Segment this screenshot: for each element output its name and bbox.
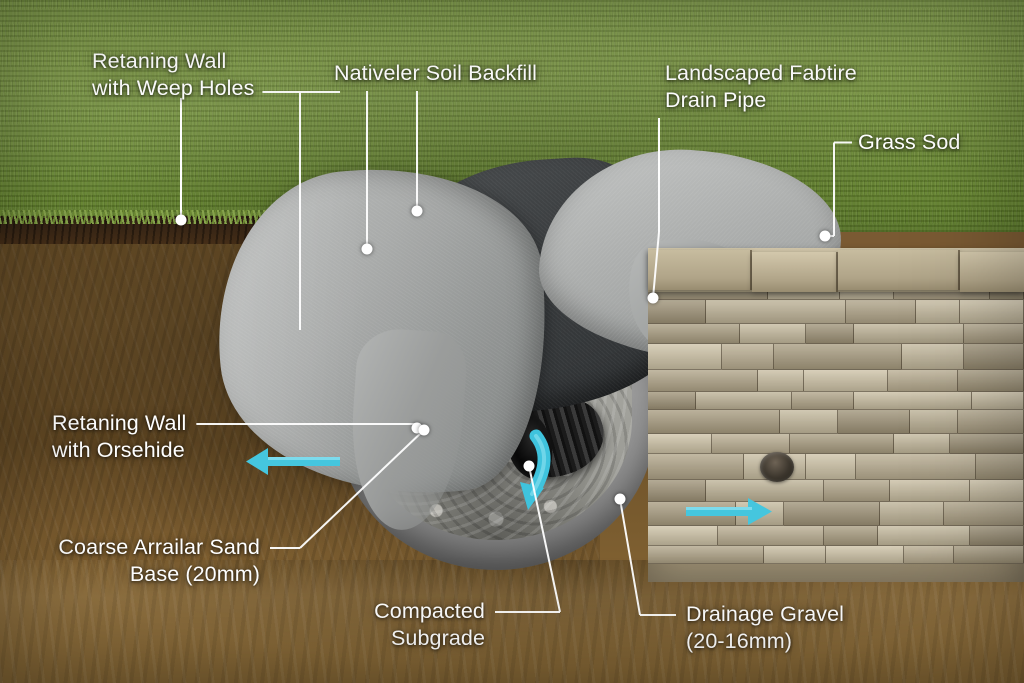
wall-stone <box>740 324 806 344</box>
wall-stone <box>648 526 718 546</box>
label-compacted-subgrade: Compacted Subgrade <box>374 599 485 650</box>
water-flow-weep-arrow <box>686 498 772 525</box>
leader-dot-drainage-gravel <box>614 493 626 505</box>
wall-stone-course <box>648 410 1024 434</box>
label-retaining-wall-orsehide: Retaning Wall with Orsehide <box>52 411 187 462</box>
wall-stone <box>648 344 722 370</box>
weep-hole <box>760 452 794 482</box>
wall-stone <box>894 434 950 454</box>
wall-stone <box>890 480 970 502</box>
wall-stone <box>784 502 880 526</box>
wall-stone <box>878 526 970 546</box>
wall-stone <box>838 410 910 434</box>
grass-sod-layer <box>0 0 1024 232</box>
wall-stone-course <box>648 454 1024 480</box>
wall-stone <box>944 502 1024 526</box>
label-native-soil-backfill: Nativeler Soil Backfill <box>334 61 538 85</box>
leader-dot-native-soil-backfill <box>361 243 373 255</box>
wall-stone <box>826 546 904 564</box>
wall-stone <box>804 370 888 392</box>
wall-stone <box>648 392 696 410</box>
wall-stone-course <box>648 480 1024 502</box>
wall-stone <box>758 370 804 392</box>
wall-stone <box>648 324 740 344</box>
wall-stone <box>648 434 712 454</box>
wall-stone <box>824 480 890 502</box>
wall-cap-stone <box>960 252 1024 292</box>
leader-dot-coarse-aggregate-sand-base <box>418 424 430 436</box>
wall-stone-course <box>648 392 1024 410</box>
wall-stone <box>648 454 744 480</box>
wall-stone <box>846 300 916 324</box>
leader-dot-landscaped-fabric-drain-pipe <box>647 292 659 304</box>
wall-stone <box>706 300 846 324</box>
wall-cap-stones <box>648 248 1024 292</box>
wall-stone <box>888 370 958 392</box>
wall-stone-course <box>648 344 1024 370</box>
wall-stone <box>648 300 706 324</box>
wall-cap-stone <box>752 252 838 292</box>
wall-cap-stone <box>838 250 960 290</box>
wall-stone <box>880 502 944 526</box>
wall-stone <box>706 480 824 502</box>
wall-stone <box>780 410 838 434</box>
label-landscaped-fabric-drain-pipe: Landscaped Fabtire Drain Pipe <box>665 61 857 112</box>
wall-stone <box>964 324 1024 344</box>
wall-stone <box>712 434 790 454</box>
wall-stone <box>824 526 878 546</box>
wall-stone <box>976 454 1024 480</box>
wall-stone <box>854 324 964 344</box>
leader-dot-retaining-wall-orsehide <box>411 422 423 434</box>
label-coarse-aggregate-sand-base: Coarse Arrailar Sand Base (20mm) <box>58 535 260 586</box>
leader-dot-native-soil-backfill <box>411 205 423 217</box>
wall-stone <box>648 370 758 392</box>
wall-stone <box>970 480 1024 502</box>
wall-stone <box>970 526 1024 546</box>
wall-stone <box>790 434 894 454</box>
wall-stone <box>972 392 1024 410</box>
wall-stone <box>722 344 774 370</box>
wall-stone-course <box>648 300 1024 324</box>
wall-stone <box>806 324 854 344</box>
wall-stone <box>648 410 780 434</box>
wall-stone <box>774 344 902 370</box>
wall-stone-course <box>648 546 1024 564</box>
wall-stone <box>902 344 964 370</box>
wall-stone-course <box>648 434 1024 454</box>
leader-dot-retaining-wall-weep-holes <box>175 214 187 226</box>
wall-stone <box>916 300 960 324</box>
wall-stone <box>958 370 1024 392</box>
wall-stone <box>696 392 792 410</box>
wall-stone <box>856 454 976 480</box>
water-flow-pipe-arrow <box>520 429 551 510</box>
wall-stone <box>910 410 958 434</box>
label-retaining-wall-weep-holes: Retaning Wall with Weep Holes <box>92 49 255 100</box>
label-drainage-gravel: Drainage Gravel (20-16mm) <box>686 602 845 653</box>
leader-dot-compacted-subgrade <box>523 460 535 472</box>
wall-stone <box>960 300 1024 324</box>
wall-stone-course <box>648 370 1024 392</box>
wall-stone <box>792 392 854 410</box>
wall-stone <box>904 546 954 564</box>
wall-stone <box>648 480 706 502</box>
wall-stone-course <box>648 324 1024 344</box>
wall-stone <box>964 344 1024 370</box>
label-grass-sod: Grass Sod <box>858 130 961 154</box>
wall-cap-stone <box>648 250 752 290</box>
wall-stone <box>764 546 826 564</box>
water-flow-left-arrow <box>246 448 340 475</box>
leader-dot-grass-sod <box>819 230 831 242</box>
wall-stone <box>854 392 972 410</box>
wall-stone <box>648 546 764 564</box>
wall-stone <box>718 526 824 546</box>
wall-stone <box>958 410 1024 434</box>
wall-stone <box>806 454 856 480</box>
wall-stone-course <box>648 526 1024 546</box>
